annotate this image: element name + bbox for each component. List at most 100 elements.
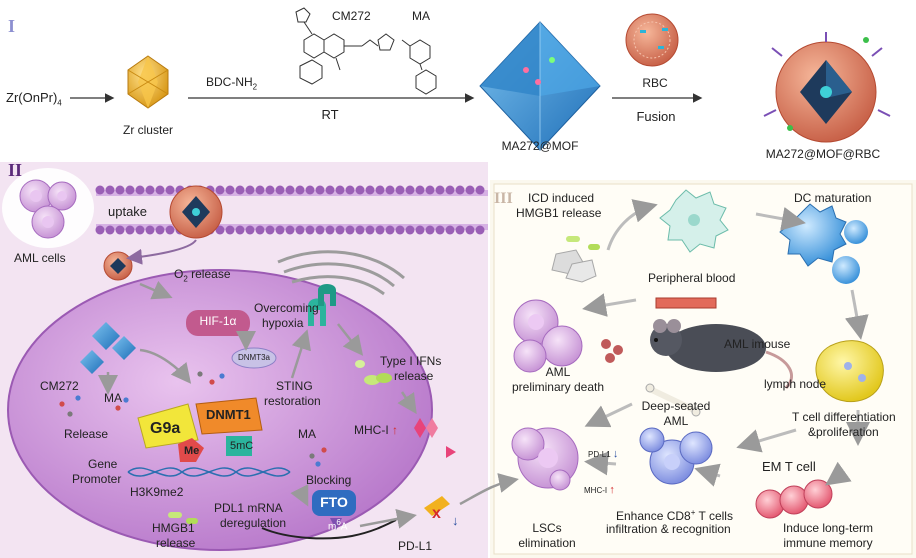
ma-structure-icon [401,39,437,95]
cm272-label: CM272 [332,9,371,23]
lipid-head [335,185,345,195]
type-ifn-label: Type I IFNs [380,354,442,368]
enhance-label: Enhance CD8+ T cells [616,508,733,524]
lipid-head [405,185,415,195]
aml-cells-cluster-icon [2,168,94,248]
molecule-atom [309,453,315,459]
lipid-head [145,185,155,195]
linker-text: BDC-NH [206,75,253,89]
promoter-label: Promoter [72,472,122,486]
em-tcell-label: EM T cell [762,459,816,474]
lipid-head [435,185,445,195]
lymph-node-label: lymph node [764,377,827,391]
mhc-receptor-icon [414,418,456,458]
o2-release-label: O2 release [174,267,231,284]
peripheral-blood-label: Peripheral blood [648,271,736,285]
o2-suffix: release [187,267,231,281]
rbc-vesicle-icon [625,13,679,67]
lipid-head [255,225,265,235]
lipid-head [365,185,375,195]
m6a-text: m [328,521,337,533]
lipid-head [315,225,325,235]
lipid-head [475,225,485,235]
uptake-label: uptake [108,204,148,219]
tcell-diff-label-2: &proliferation [808,425,879,439]
lipid-head [445,225,455,235]
lipid-head [295,225,305,235]
dnmt1-label: DNMT1 [206,407,251,422]
lipid-head [245,185,255,195]
hmgb1-label: HMGB1 [152,521,195,535]
lipid-head [235,225,245,235]
lipid-head [145,225,155,235]
hif1a-label: HIF-1α [199,314,237,328]
lipid-head [345,225,355,235]
aml-death-label-2: preliminary death [511,380,605,394]
lipid-head [95,225,105,235]
deep-seated-label: Deep-seated [641,399,711,413]
lipid-head [415,185,425,195]
lipid-head [125,225,135,235]
lipid-head [385,225,395,235]
h3k9me2-label: H3K9me2 [130,485,184,499]
molecule-atom [75,395,81,401]
arrow-uptake [126,239,197,265]
lipid-head [405,225,415,235]
lipid-head [415,225,425,235]
lipid-head [255,185,265,195]
molecule-atom [59,401,65,407]
molecule-atom [115,405,121,411]
icd-label: ICD induced [528,191,595,205]
molecule-atom [315,461,321,467]
lipid-head [115,185,125,195]
pdl1-down-arrow: ↓ [452,513,459,528]
lipid-head [445,185,455,195]
pdl1-text-panel3: PD-L1 [588,450,611,459]
aml-death-label: AML [545,365,571,379]
m6a-superscript: 6 [336,518,341,527]
lipid-head [425,185,435,195]
mof-fragments-icon [80,322,136,374]
reagent-text: Zr(OnPr) [6,90,58,105]
pdl1-mrna-label: PDL1 mRNA [214,501,283,515]
lipid-head [225,225,235,235]
ma272-mof-rbc-icon [763,32,891,143]
tcell-diff-label: T cell differentiation [792,410,896,424]
lipid-head [275,225,285,235]
sting-label: STING [276,379,313,393]
enhance-superscript: + [690,508,696,517]
lymph-node-icon [815,340,884,403]
lipid-head [265,185,275,195]
enhance-suffix: T cells [695,509,733,523]
ma-release-label: MA [104,391,122,405]
lipid-head [235,185,245,195]
linker-subscript: 2 [252,82,258,92]
enhance-label-2: infiltration & recognition [606,522,731,536]
lipid-head [325,185,335,195]
lipid-head [115,225,125,235]
mhc-up-arrow: ↑ [392,423,399,437]
linker-label: BDC-NH2 [206,75,258,92]
reagent-label: Zr(OnPr)4 [6,90,62,108]
pdl1-label-panel3: PD-L1 ↓ [588,448,618,461]
ma2-label: MA [298,427,316,441]
panel3-label: III [494,190,513,207]
lipid-head [475,185,485,195]
pdl1-label-panel2: PD-L1 [398,539,433,553]
g9a-label: G9a [150,420,181,437]
cd8-tcells-icon [639,427,713,485]
lipid-head [355,225,365,235]
bone-icon [645,383,701,417]
lipid-head [465,185,475,195]
lipid-head [375,185,385,195]
lipid-head [275,185,285,195]
mhc-label-panel2: MHC-I ↑ [354,423,399,438]
ifn-signals-icon [355,360,392,385]
lipid-head [365,225,375,235]
molecule-atom [67,411,73,417]
blocking-label: Blocking [306,473,352,487]
blood-vessel-icon [655,297,717,309]
aml-cells-label: AML cells [14,251,66,265]
